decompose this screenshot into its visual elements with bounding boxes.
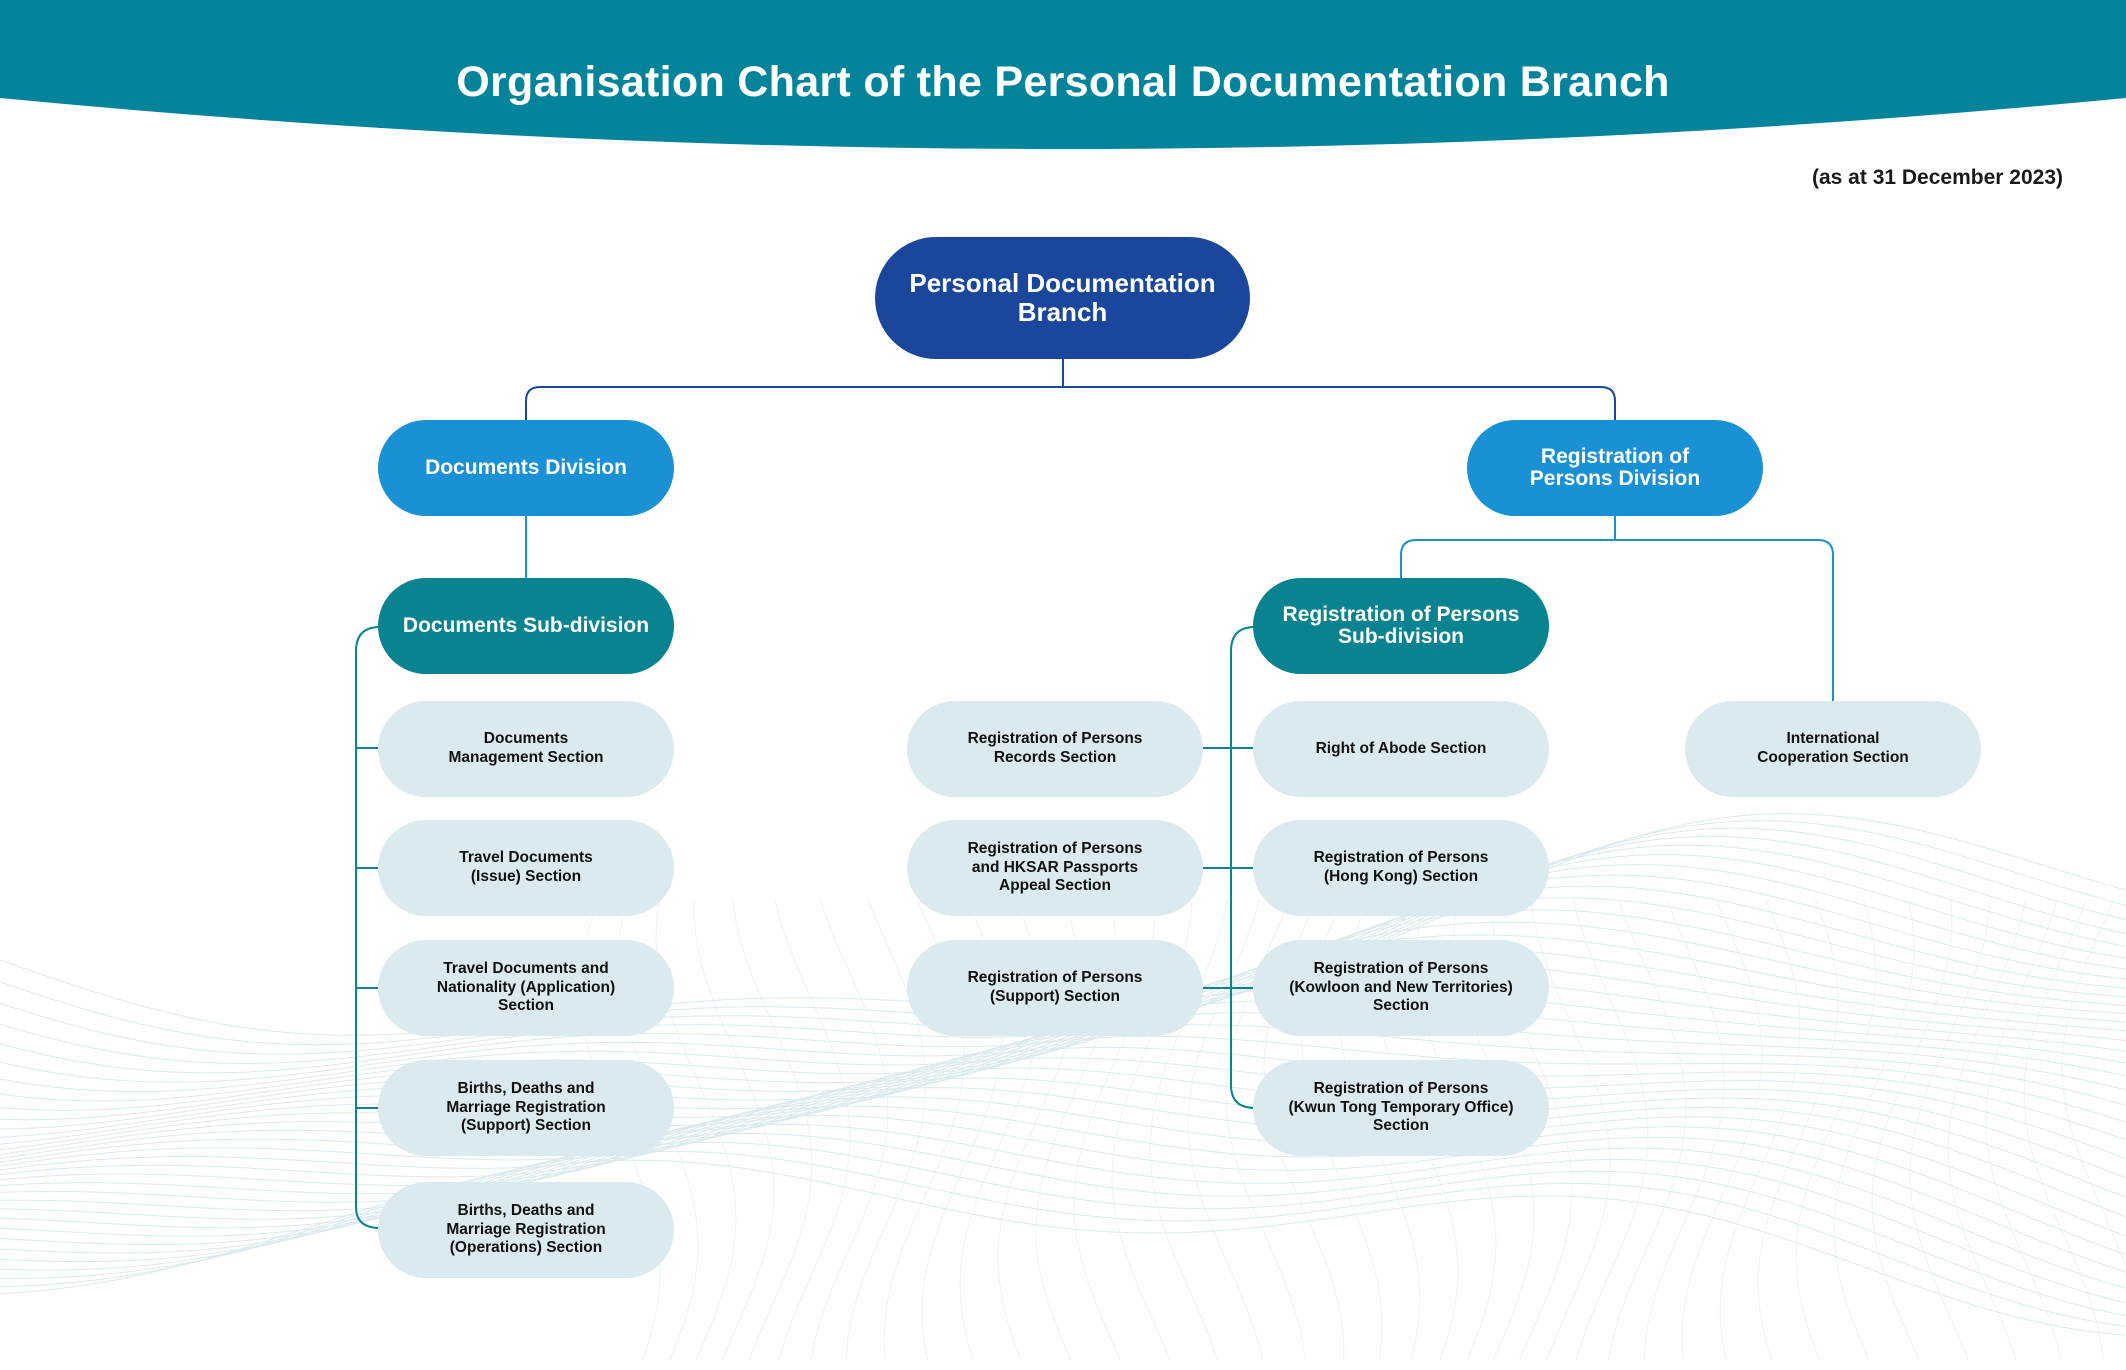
international-cooperation-section-node: International Cooperation Section	[1685, 701, 1981, 797]
header-banner	[0, 0, 2126, 149]
registration-records-section-node: Registration of Persons Records Section	[907, 701, 1203, 797]
births-deaths-marriage-operations-section-node: Births, Deaths and Marriage Registration…	[378, 1182, 674, 1278]
right-of-abode-section-node: Right of Abode Section	[1253, 701, 1549, 797]
documents-division-node: Documents Division	[378, 420, 674, 516]
registration-support-section-node: Registration of Persons (Support) Sectio…	[907, 940, 1203, 1036]
connector-lines	[355, 358, 1834, 1229]
registration-of-persons-division-node: Registration of Persons Division	[1467, 420, 1763, 516]
personal-documentation-branch-node: Personal Documentation Branch	[875, 237, 1250, 359]
date-note: (as at 31 December 2023)	[1812, 166, 2063, 189]
registration-passports-appeal-section-node: Registration of Persons and HKSAR Passpo…	[907, 820, 1203, 916]
travel-documents-nationality-application-section-node: Travel Documents and Nationality (Applic…	[378, 940, 674, 1036]
registration-hong-kong-section-node: Registration of Persons (Hong Kong) Sect…	[1253, 820, 1549, 916]
page-title: Organisation Chart of the Personal Docum…	[456, 58, 1670, 106]
registration-kowloon-new-territories-section-node: Registration of Persons (Kowloon and New…	[1253, 940, 1549, 1036]
documents-management-section-node: Documents Management Section	[378, 701, 674, 797]
documents-subdivision-node: Documents Sub-division	[378, 578, 674, 674]
births-deaths-marriage-support-section-node: Births, Deaths and Marriage Registration…	[378, 1060, 674, 1156]
registration-kwun-tong-temporary-office-section-node: Registration of Persons (Kwun Tong Tempo…	[1253, 1060, 1549, 1156]
travel-documents-issue-section-node: Travel Documents (Issue) Section	[378, 820, 674, 916]
registration-of-persons-subdivision-node: Registration of Persons Sub-division	[1253, 578, 1549, 674]
